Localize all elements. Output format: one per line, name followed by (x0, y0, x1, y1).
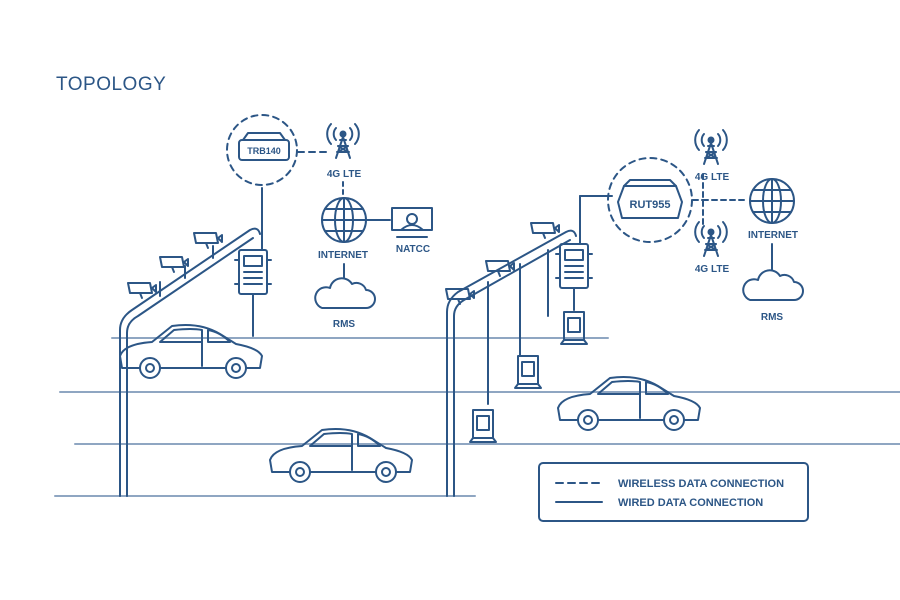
internet-left-label: INTERNET (318, 250, 368, 261)
globe-icon (749, 178, 795, 224)
operator-icon (391, 207, 433, 238)
trb-device-circle (226, 114, 298, 186)
street-light-pole-right (446, 229, 577, 497)
page-title: TOPOLOGY (56, 74, 167, 95)
camera-icon (530, 222, 560, 239)
legend: WIRELESS DATA CONNECTION WIRED DATA CONN… (538, 462, 809, 522)
internet-right-label: INTERNET (748, 230, 798, 241)
road-lines (54, 337, 900, 497)
router-icon (238, 132, 290, 161)
car-icon (557, 376, 701, 431)
lte-left-label: 4G LTE (327, 169, 362, 180)
rut-device-label: RUT955 (630, 199, 671, 211)
car-icon (269, 428, 413, 483)
camera-icon (159, 256, 189, 273)
lte-right-top-label: 4G LTE (695, 172, 730, 183)
lte-right-bottom-label: 4G LTE (695, 264, 730, 275)
cell-tower-icon (694, 129, 728, 165)
street-light-pole-left (119, 227, 261, 497)
camera-icon (193, 232, 223, 249)
natcc-label: NATCC (396, 244, 430, 255)
trb-device-label: TRB140 (247, 146, 281, 156)
globe-icon (321, 197, 367, 243)
cell-tower-icon (694, 221, 728, 257)
cloud-icon (742, 269, 804, 301)
sensor-icon (514, 355, 542, 389)
rms-left-label: RMS (333, 319, 356, 330)
cell-tower-icon (326, 123, 360, 159)
cloud-icon (314, 277, 376, 309)
legend-wireless-label: WIRELESS DATA CONNECTION (618, 478, 784, 490)
sensor-icon (560, 311, 588, 345)
sensor-icon (469, 409, 497, 443)
legend-wired-label: WIRED DATA CONNECTION (618, 497, 763, 509)
meter-icon (555, 243, 593, 289)
rms-right-label: RMS (761, 312, 784, 323)
meter-icon (234, 249, 272, 295)
wireless-links-rut (692, 173, 746, 227)
car-icon (119, 324, 263, 379)
router-icon (617, 179, 683, 219)
